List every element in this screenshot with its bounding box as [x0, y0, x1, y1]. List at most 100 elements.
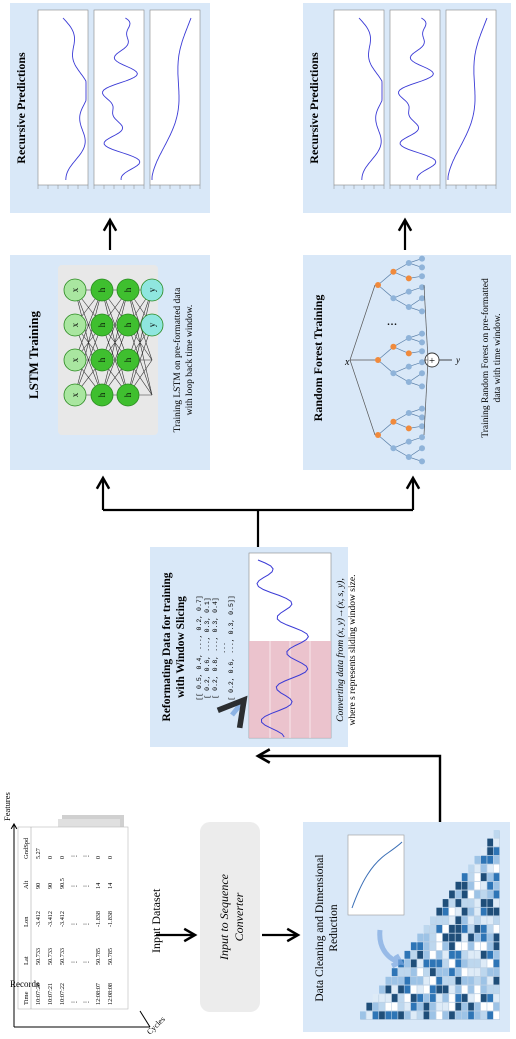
heatmap-cell [474, 873, 481, 881]
heatmap-cell [480, 942, 487, 951]
tree-node [419, 295, 425, 302]
heatmap-cell [474, 925, 481, 933]
heatmap-cell [404, 968, 411, 976]
heatmap-cell [449, 968, 455, 976]
tree-node [419, 405, 425, 412]
heatmap-cell [474, 968, 481, 976]
heatmap-cell [442, 959, 449, 968]
input-dataset-title: Input Dataset [149, 888, 163, 953]
heatmap-cell [474, 855, 481, 864]
heatmap-cell [391, 985, 398, 994]
heatmap-cell [436, 994, 443, 1002]
heatmap-cell [442, 950, 449, 959]
heatmap-cell [449, 933, 455, 942]
heatmap-cell [430, 976, 436, 985]
heatmap-cell [487, 847, 493, 856]
tree-edge [377, 421, 394, 436]
pred-right-plots [333, 9, 497, 189]
table-cell: ⋮ [83, 883, 90, 889]
table-cell: 0 [59, 856, 66, 859]
heatmap-cell [430, 1011, 436, 1020]
table-cell: ⋮ [71, 883, 78, 889]
table-cell: 90 [47, 883, 54, 889]
heatmap-cell [430, 933, 436, 942]
heatmap-cell [468, 1002, 474, 1011]
tree-node [405, 335, 412, 341]
tree-node [419, 339, 425, 346]
rf-y-label: y [455, 355, 460, 365]
tree-node [419, 359, 425, 366]
heatmap-cell [468, 933, 474, 942]
reformat-desc1: Converting data from (x, y)→(x, s, y), [335, 578, 346, 722]
pred-left-block: Recursive Predictions [10, 3, 210, 213]
heatmap-cell [449, 942, 455, 951]
heatmap-cell [474, 976, 481, 985]
heatmap-cell [487, 1011, 493, 1020]
heatmap-cell [461, 899, 468, 907]
heatmap-cell [417, 959, 423, 968]
rf-desc1: Training Random Forest on pre-formatted [480, 278, 491, 438]
network-node-label: y [147, 322, 157, 327]
table-cell: ⋮ [83, 999, 90, 1005]
heatmap-cell [385, 976, 392, 985]
heatmap-cell [468, 994, 474, 1002]
heatmap-cell [455, 933, 462, 942]
network-node-label: h [123, 357, 133, 362]
table-cell: 0 [95, 856, 102, 859]
heatmap-cell [455, 942, 462, 951]
heatmap-cell [480, 968, 487, 976]
heatmap-cell [417, 994, 423, 1002]
heatmap-cell [398, 994, 404, 1002]
heatmap-cell [385, 1011, 392, 1020]
heatmap-cell [442, 899, 449, 907]
heatmap-cell [455, 1011, 462, 1020]
tree-node [419, 308, 425, 315]
heatmap-cell [455, 968, 462, 976]
rf-output-edge [423, 359, 429, 436]
heatmap-cell [487, 899, 493, 907]
heatmap-cell [468, 899, 474, 907]
heatmap-cell [493, 925, 500, 933]
tree-node [405, 275, 412, 282]
heatmap-cell [461, 925, 468, 933]
heatmap-cell [461, 890, 468, 899]
tree-node [419, 383, 425, 390]
network-edge [127, 289, 153, 396]
heatmap-cell [379, 985, 385, 994]
table-header: Lon [23, 916, 30, 927]
tree-node [419, 284, 425, 291]
heatmap-cell [480, 881, 487, 890]
heatmap-cell [449, 994, 455, 1002]
rf-panel [303, 255, 511, 470]
rf-dots: ... [387, 314, 398, 329]
features-label: Features [2, 792, 12, 821]
network-edge [74, 289, 103, 396]
heatmap-cell [391, 968, 398, 976]
heatmap-cell [410, 959, 417, 968]
heatmap-cell [417, 976, 423, 985]
fork-arrows [95, 475, 421, 547]
tree-edge [377, 434, 394, 449]
tree-edge [377, 284, 394, 299]
heatmap-cell [436, 1002, 443, 1011]
heatmap-cell [474, 933, 481, 942]
heatmap-cell [398, 1002, 404, 1011]
correlation-heatmap [360, 830, 500, 1020]
prediction-line [358, 17, 383, 181]
reformat-title2: with Window Slicing [175, 596, 187, 698]
heatmap-cell [493, 847, 500, 856]
heatmap-cell [474, 950, 481, 959]
records-label: Records [10, 979, 40, 989]
heatmap-cell [493, 855, 500, 864]
heatmap-cell [487, 959, 493, 968]
heatmap-cell [436, 985, 443, 994]
cycles-axis [139, 1010, 151, 1028]
pred-left-title: Recursive Predictions [14, 52, 28, 164]
heatmap-cell [461, 985, 468, 994]
heatmap-cell [487, 1002, 493, 1011]
heatmap-cell [487, 855, 493, 864]
tree-node [405, 425, 412, 432]
heatmap-cell [372, 1011, 379, 1020]
heatmap-cell [430, 959, 436, 968]
